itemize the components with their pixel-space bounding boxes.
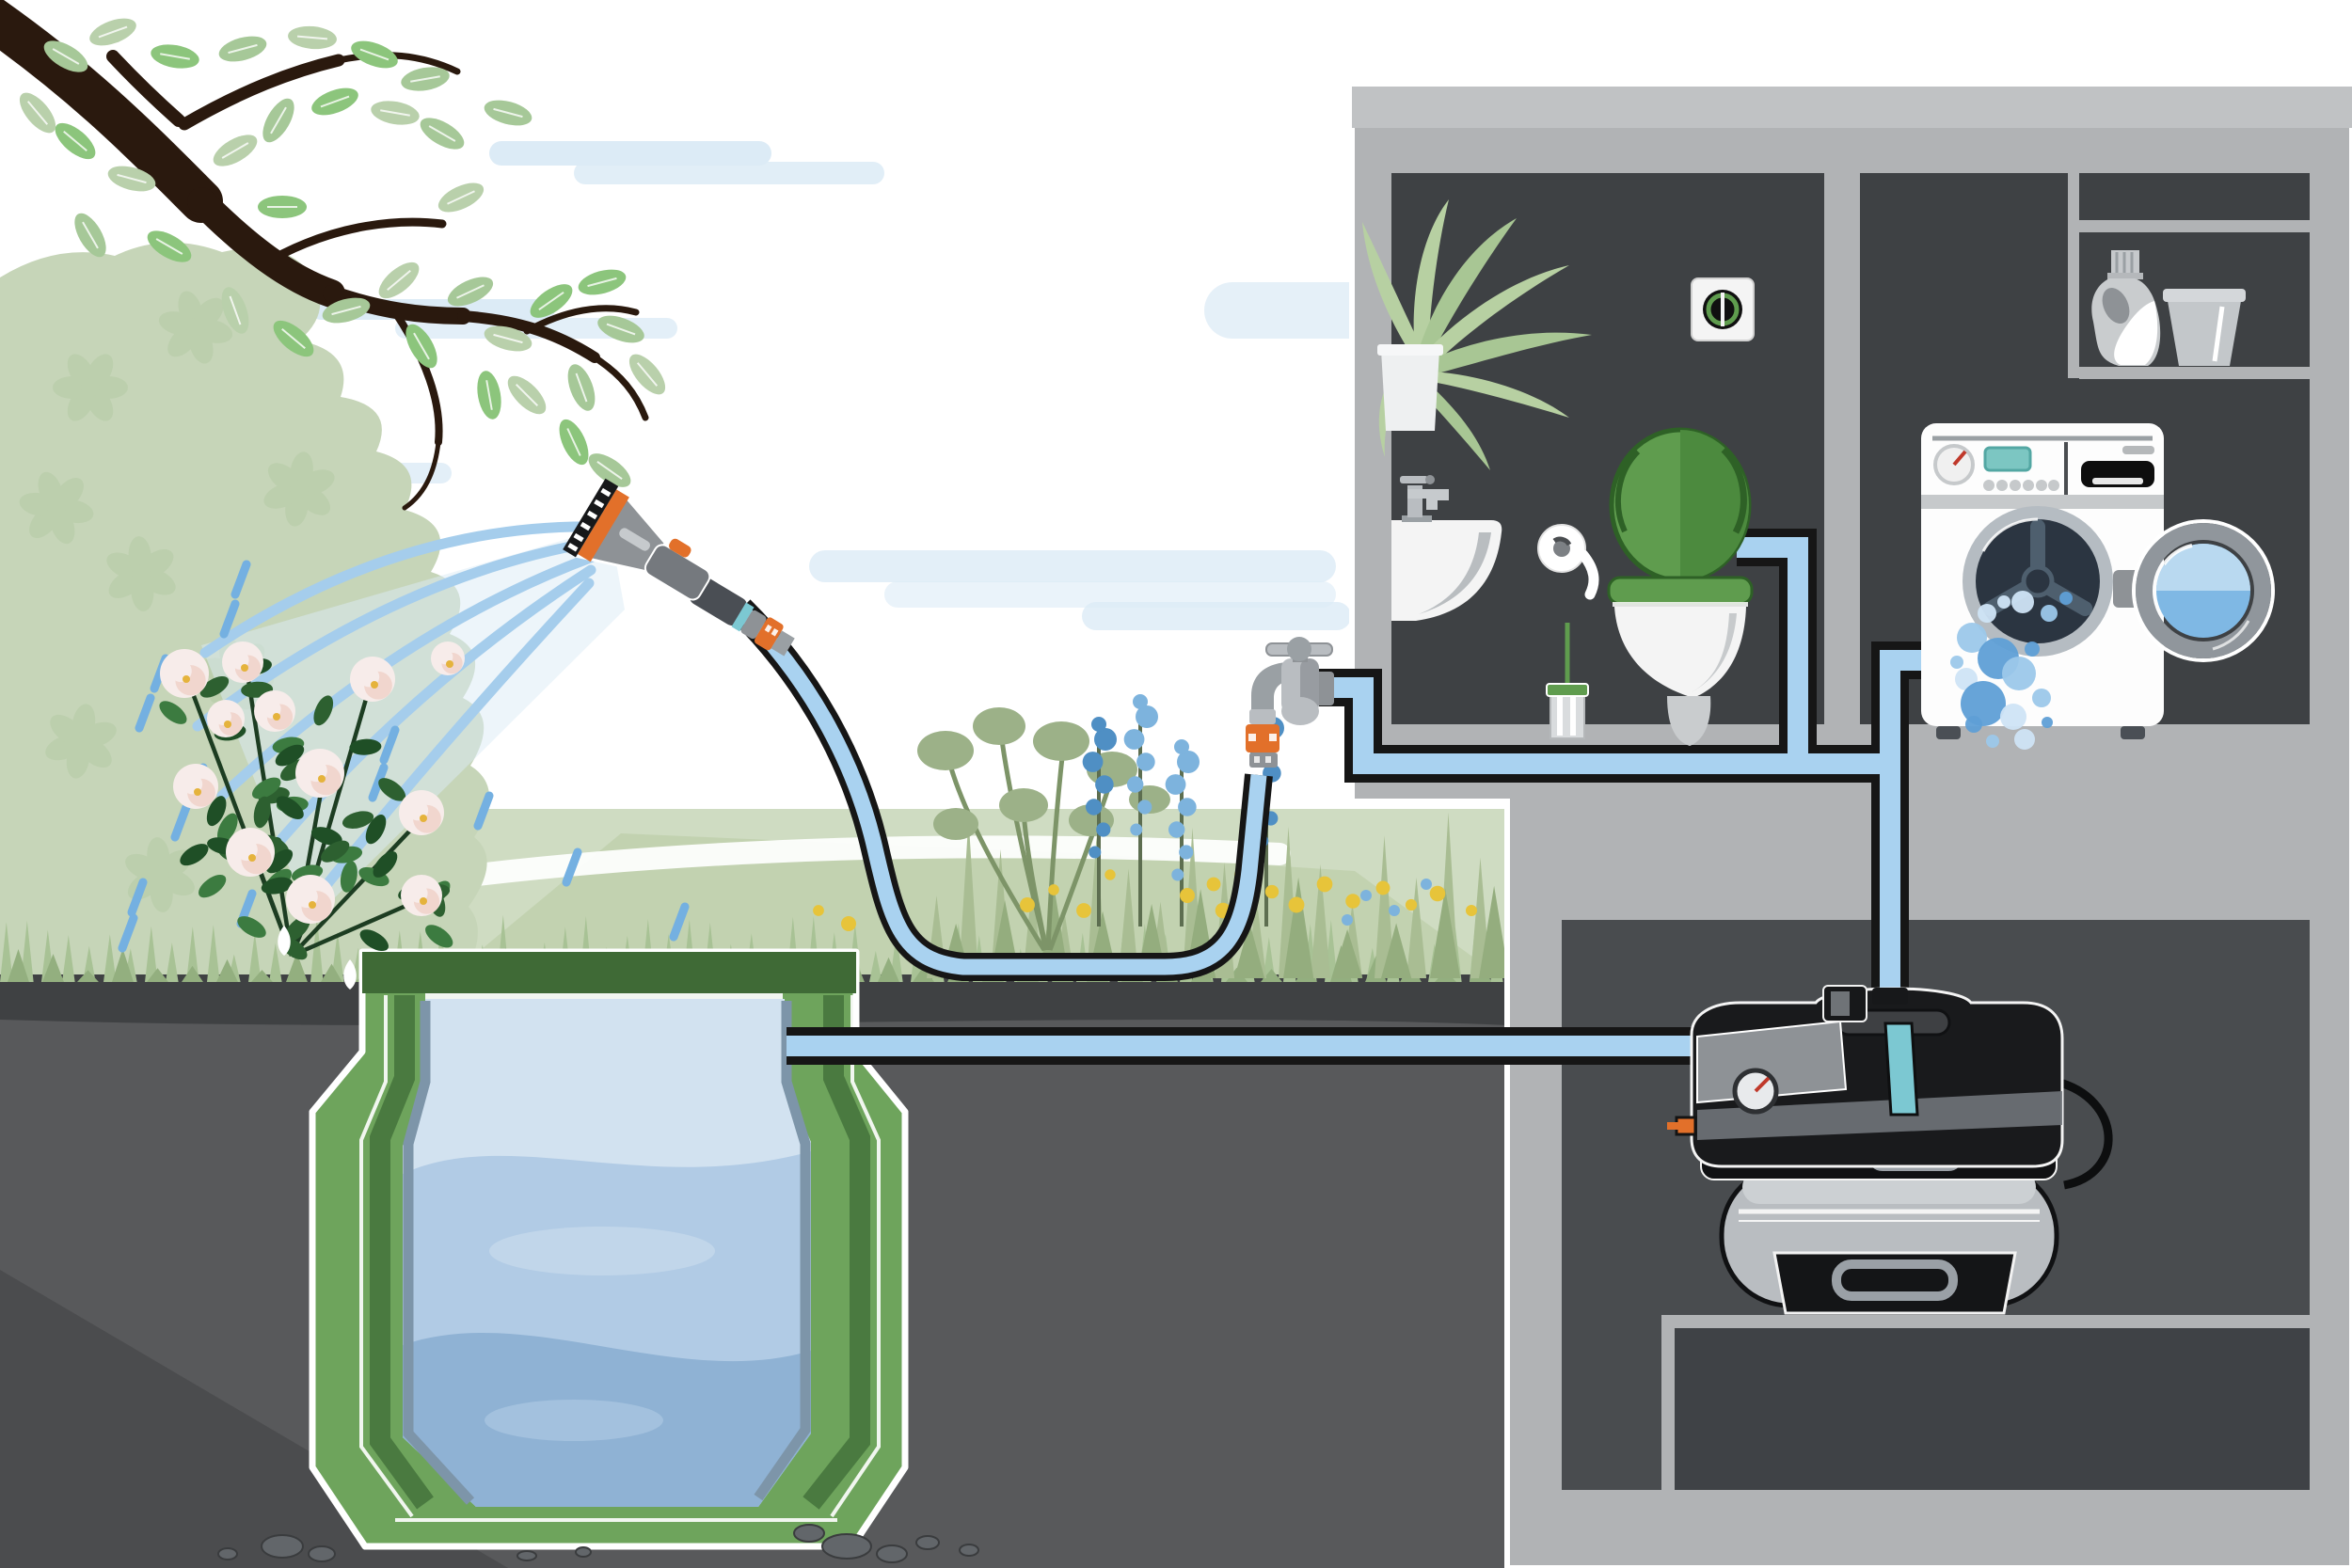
washer-display	[1983, 446, 2032, 472]
pipe-water	[787, 537, 1932, 1056]
bathroom	[1362, 199, 1755, 746]
potted-palm	[1362, 199, 1592, 470]
branch-leaves	[19, 18, 666, 487]
tap-handle-hub	[1287, 637, 1311, 661]
tap-wall-flange	[1315, 672, 1334, 705]
tank-lid-band	[362, 952, 856, 993]
tank-rim-highlight	[425, 993, 783, 999]
pipe-network	[787, 529, 1932, 1065]
pump-skid	[1772, 1251, 2017, 1315]
gun-tail	[771, 630, 795, 657]
tap-dome	[1281, 697, 1319, 725]
water-swirl	[489, 1227, 715, 1275]
drawer-handle	[2122, 446, 2154, 454]
gun-connector	[754, 617, 784, 651]
gravel-rocks	[217, 1524, 979, 1563]
hose-core	[735, 603, 1267, 975]
detergent-bottle	[2091, 250, 2161, 366]
rose-bush	[159, 641, 465, 990]
roses	[160, 641, 465, 990]
garden-tap	[1246, 637, 1334, 768]
flush-plate	[1691, 277, 1755, 341]
water-spray	[118, 521, 690, 953]
tank-water	[403, 999, 811, 1507]
pump-lower-band	[1697, 1091, 2062, 1140]
tree-branch	[0, 0, 666, 511]
pump-elbow	[1872, 988, 1908, 1005]
basin-shadow	[1419, 532, 1491, 614]
spray-gun	[563, 478, 795, 657]
gun-lock-button	[669, 538, 691, 558]
gun-head-slot	[619, 528, 651, 551]
soap-bubbles	[1950, 591, 2073, 750]
gun-teal-ring	[731, 602, 755, 632]
toilet	[1607, 427, 1754, 746]
skid-handle	[1832, 1259, 1958, 1301]
toilet-seat	[1607, 576, 1754, 606]
pump-valve	[1675, 1116, 1697, 1136]
toilet-paper	[1537, 524, 1599, 600]
pump-platform-face	[1675, 1328, 2310, 1490]
toilet-lid-shade	[1680, 430, 1749, 580]
washer-foot-left	[1936, 726, 1961, 739]
pressure-pump	[1667, 985, 2113, 1315]
measuring-cup	[2163, 289, 2246, 366]
rainwater-tank	[309, 948, 909, 1550]
gun-body	[644, 544, 711, 601]
washer-door	[2132, 519, 2275, 662]
yellow-flowers	[813, 867, 1478, 931]
washbasin	[1391, 475, 1502, 621]
toilet-drain	[1667, 696, 1711, 746]
bottle-label	[2114, 301, 2158, 365]
laundry	[1921, 250, 2275, 750]
hose-connector	[1246, 709, 1279, 768]
washer-buttons	[1983, 480, 2059, 491]
garden-hose	[730, 599, 1273, 981]
house	[1349, 84, 2352, 1568]
water-edge-left	[403, 1001, 475, 1505]
basin-faucet	[1400, 475, 1449, 522]
roof-band	[1352, 87, 2352, 128]
bathroom-room	[1391, 173, 1824, 724]
gun-collar	[740, 610, 767, 640]
washer-foot-right	[2121, 726, 2145, 739]
bowl-shadow	[1692, 613, 1737, 692]
palm-fronds	[1362, 199, 1592, 470]
laundry-shelf	[2068, 173, 2310, 379]
gun-orange-band	[577, 489, 629, 562]
pump-cable	[2055, 1077, 2113, 1190]
washing-machine	[1921, 423, 2275, 750]
panel-band	[1921, 495, 2164, 509]
plant-pot	[1381, 350, 1439, 431]
toilet-bowl	[1614, 607, 1746, 698]
toilet-brush	[1546, 623, 1589, 739]
water-swirl-2	[485, 1400, 663, 1441]
pump-teal-stripe	[1883, 1022, 1919, 1117]
bottle-window	[2102, 287, 2130, 325]
gun-nozzle-slots	[567, 487, 612, 552]
